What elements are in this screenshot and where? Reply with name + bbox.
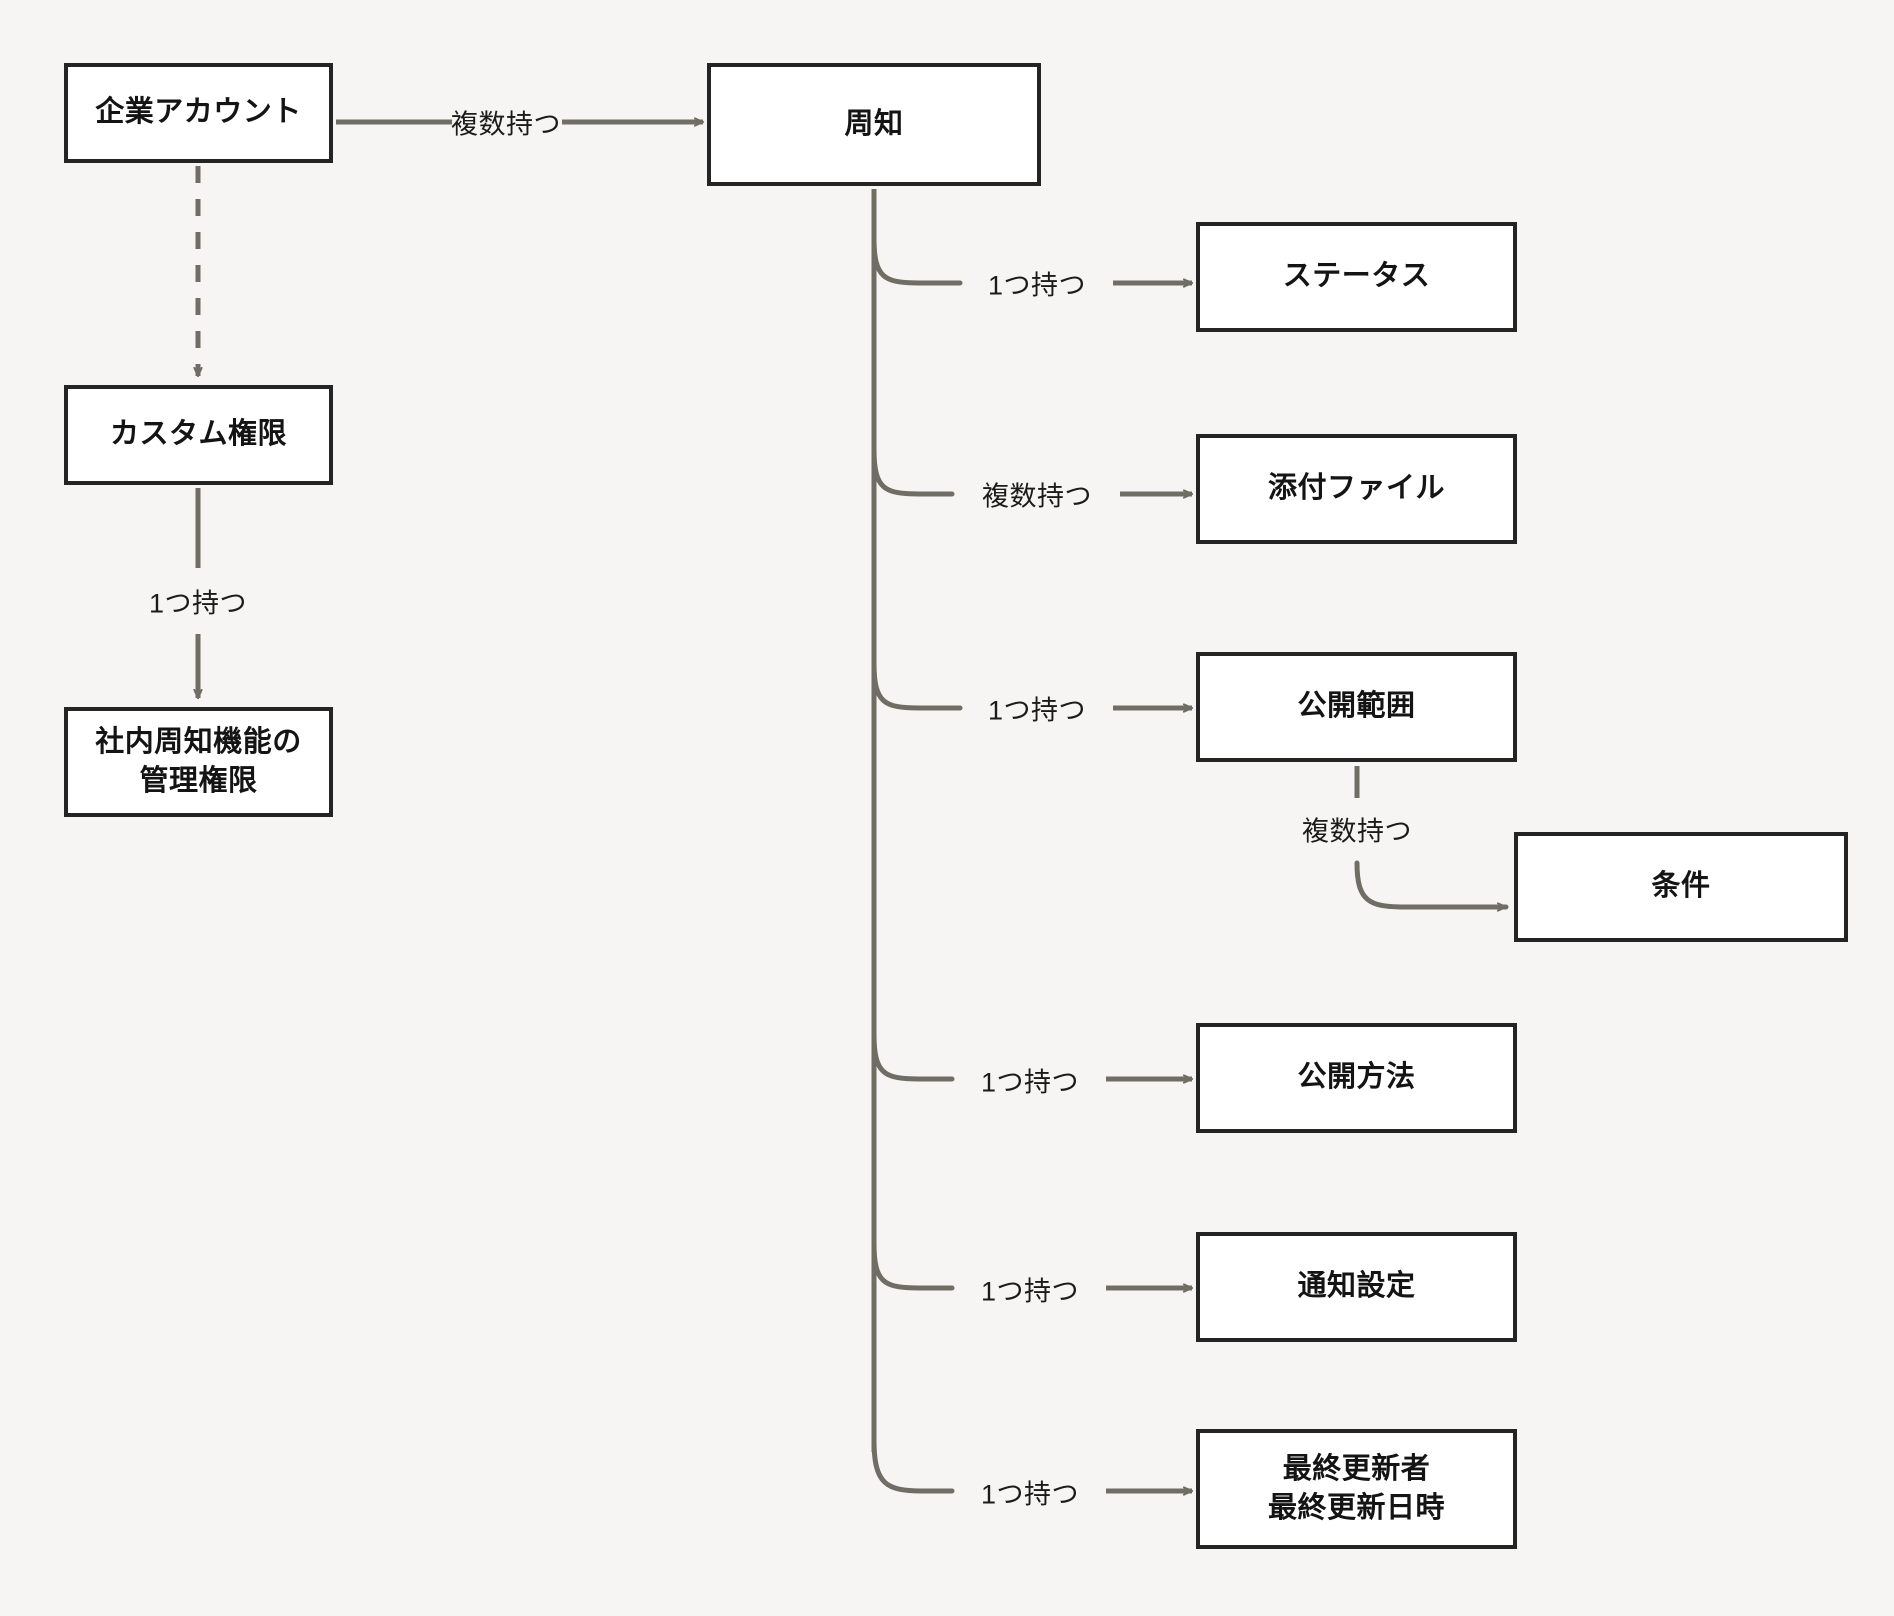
node-custom-permission[interactable]: カスタム権限 (64, 385, 333, 485)
edge-label-announcement-to-publication-scope: 1つ持つ (987, 695, 1087, 726)
edge-label-corporate-account-to-announcement: 複数持つ (451, 109, 561, 140)
node-condition[interactable]: 条件 (1514, 832, 1848, 942)
node-label: カスタム権限 (109, 418, 287, 451)
node-label: 公開範囲 (1297, 690, 1416, 723)
node-publication-scope[interactable]: 公開範囲 (1196, 652, 1517, 762)
edge-label-announcement-to-publication-method: 1つ持つ (980, 1067, 1080, 1098)
edge-label-announcement-to-last-updated: 1つ持つ (980, 1479, 1080, 1510)
node-label: 社内周知機能の 管理権限 (95, 725, 302, 797)
edge-label-announcement-to-notification-setting: 1つ持つ (980, 1276, 1080, 1307)
edge-branch-publication-scope (871, 660, 963, 711)
edge-branch-last-updated (871, 1437, 955, 1494)
node-announcement[interactable]: 周知 (707, 63, 1041, 186)
node-label: 通知設定 (1297, 1270, 1416, 1303)
node-label: 最終更新者 最終更新日時 (1267, 1452, 1445, 1524)
edge-publication-scope-to-condition (1354, 860, 1509, 907)
edge-branch-notification-setting (871, 1240, 955, 1291)
node-last-updated[interactable]: 最終更新者 最終更新日時 (1196, 1429, 1517, 1549)
edge-branch-status (871, 235, 963, 286)
edge-label-publication-scope-to-condition: 複数持つ (1302, 816, 1412, 847)
node-notification-setting[interactable]: 通知設定 (1196, 1232, 1517, 1342)
node-internal-announcement-admin-permission[interactable]: 社内周知機能の 管理権限 (64, 707, 333, 817)
node-label: 添付ファイル (1267, 472, 1445, 505)
node-corporate-account[interactable]: 企業アカウント (64, 63, 333, 163)
node-label: 企業アカウント (95, 96, 302, 129)
node-status[interactable]: ステータス (1196, 222, 1517, 332)
edge-branch-attached-file (871, 446, 955, 497)
node-attached-file[interactable]: 添付ファイル (1196, 434, 1517, 544)
edge-branch-publication-method (871, 1031, 955, 1082)
edge-label-custom-permission-to-admin-permission: 1つ持つ (148, 588, 248, 619)
node-label: 条件 (1651, 870, 1711, 903)
edge-label-announcement-to-attached-file: 複数持つ (982, 481, 1092, 512)
edge-label-announcement-to-status: 1つ持つ (987, 270, 1087, 301)
node-label: 周知 (844, 107, 904, 140)
node-label: 公開方法 (1297, 1061, 1416, 1094)
node-label: ステータス (1282, 260, 1431, 293)
node-publication-method[interactable]: 公開方法 (1196, 1023, 1517, 1133)
